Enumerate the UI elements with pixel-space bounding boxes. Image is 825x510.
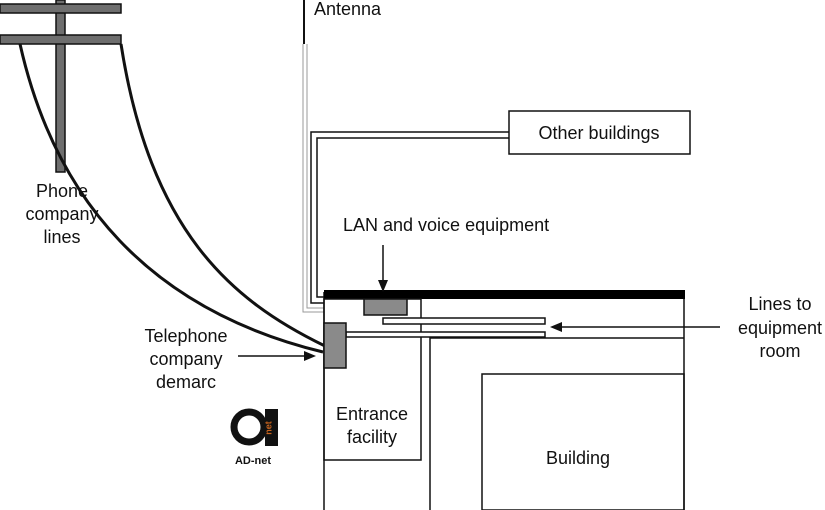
other-buildings-conduit-inner	[316, 137, 509, 298]
phone-line-1	[18, 43, 324, 354]
antenna-label: Antenna	[314, 0, 382, 19]
lan-voice-equipment-label: LAN and voice equipment	[343, 215, 549, 235]
other-buildings-label: Other buildings	[538, 123, 659, 143]
lines-to-equipment-room-label-2: equipment	[738, 318, 822, 338]
corridor-wall	[429, 337, 684, 510]
lan-voice-equipment-box	[363, 298, 408, 316]
entrance-facility-label-1: Entrance	[336, 404, 408, 424]
logo-mark-letters: net	[264, 421, 274, 435]
telephone-pole	[0, 0, 122, 173]
logo-stem	[265, 409, 278, 446]
phone-company-lines-label-3: lines	[43, 227, 80, 247]
equipment-line-lower	[345, 331, 546, 338]
logo-text: AD-net	[235, 455, 271, 467]
building-structure	[323, 290, 685, 510]
building-roof	[324, 290, 685, 299]
phone-company-lines-label-1: Phone	[36, 181, 88, 201]
antenna-feed-line-inner	[306, 44, 324, 309]
demarc-box	[323, 322, 347, 369]
equipment-line-upper	[382, 317, 546, 325]
arrow-lan-head	[378, 280, 388, 292]
lines-to-equipment-room-label-3: room	[759, 341, 800, 361]
entrance-facility-label-2: facility	[347, 427, 397, 447]
phone-company-lines-label-2: company	[25, 204, 98, 224]
pole-crossarm-top	[0, 3, 122, 14]
other-buildings-box	[508, 110, 691, 155]
telephone-company-demarc-label-1: Telephone	[144, 326, 227, 346]
adnet-logo: net AD-net	[230, 408, 278, 467]
logo-ring	[230, 408, 268, 446]
telephone-company-demarc-label-3: demarc	[156, 372, 216, 392]
lines-to-equipment-room-label-1: Lines to	[748, 294, 811, 314]
pole-post	[55, 0, 66, 173]
pole-crossarm-lower	[0, 34, 122, 45]
telephone-company-demarc-label-2: company	[149, 349, 222, 369]
building-label: Building	[546, 448, 610, 468]
building-room	[481, 373, 685, 510]
arrow-lines-head	[550, 322, 562, 332]
other-buildings-conduit-outer	[310, 131, 509, 304]
phone-line-2	[119, 43, 326, 348]
antenna-feed-line	[302, 44, 324, 313]
arrows	[238, 245, 720, 361]
arrow-demarc-head	[304, 351, 316, 361]
